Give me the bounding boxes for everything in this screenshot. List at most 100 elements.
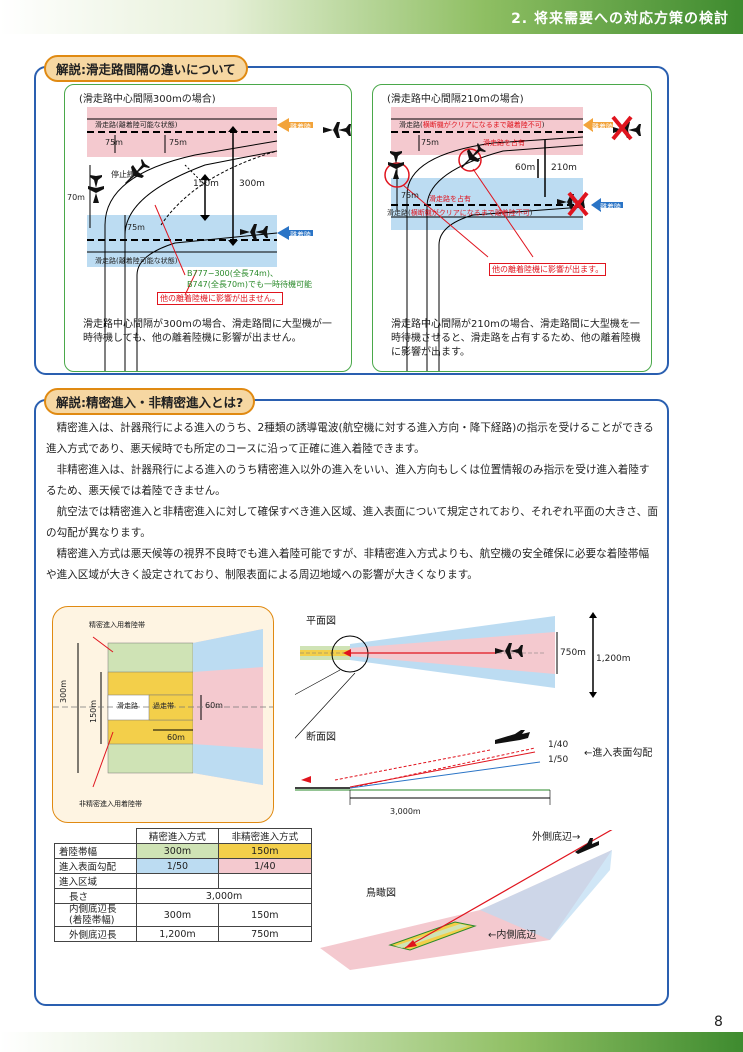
note-green: B777−300(全長74m)、 B747(全長70m)でも一時待機可能 bbox=[187, 269, 312, 289]
table-header-nonprecision: 非精密進入方式 bbox=[217, 828, 313, 844]
runway-bottom-prefix: 滑走路( bbox=[387, 209, 411, 217]
dim-75b-210: 75m bbox=[401, 191, 419, 200]
stopline-label: 停止線 bbox=[111, 170, 135, 179]
arrow-bottom-label-210: 離着陸 bbox=[600, 203, 621, 211]
inner-edge-label: ←内側底辺 bbox=[488, 930, 537, 941]
row-precision bbox=[136, 873, 219, 889]
table-row: 長さ 3,000m bbox=[53, 888, 312, 904]
table-row: 着陸帯幅 300m 150m bbox=[53, 843, 313, 859]
section-view-diagram bbox=[295, 730, 551, 805]
paragraph-1: 精密進入は、計器飛行による進入のうち、2種類の誘導電波(航空機に対する進入方向・… bbox=[46, 422, 654, 455]
precision-strip-label: 精密進入用着陸帯 bbox=[89, 621, 145, 629]
footer-bar bbox=[0, 1032, 743, 1052]
spacing-210-diagram bbox=[384, 107, 641, 371]
dim-60-horizontal: 60m bbox=[167, 733, 185, 742]
table-row: 進入表面勾配 1/50 1/40 bbox=[53, 858, 313, 874]
table-header-precision: 精密進入方式 bbox=[136, 828, 219, 844]
header-title: 2. 将来需要への対応方策の検討 bbox=[511, 11, 729, 27]
row-label: 着陸帯幅 bbox=[53, 843, 138, 859]
row-precision: 300m bbox=[136, 903, 219, 927]
row-label: 進入区域 bbox=[53, 873, 138, 889]
slope-1-50: 1/50 bbox=[548, 755, 569, 765]
section2-tag: 解説:精密進入・非精密進入とは? bbox=[44, 388, 256, 415]
row-label: 進入表面勾配 bbox=[53, 858, 138, 874]
runway-top-prefix: 滑走路( bbox=[399, 121, 423, 129]
page-number: 8 bbox=[714, 1014, 723, 1030]
arrow-top-label: 離着陸 bbox=[290, 123, 311, 131]
dim-75b: 75m bbox=[169, 138, 187, 147]
outer-edge-label: 外側底辺→ bbox=[532, 832, 581, 843]
row-nonprecision: 750m bbox=[217, 926, 313, 942]
slope-1-40: 1/40 bbox=[548, 740, 569, 750]
plan-view-title: 平面図 bbox=[306, 616, 336, 627]
runway-bottom-red: 横断機がクリアになるまで離着陸不可 bbox=[410, 209, 530, 217]
table-header-row: 精密進入方式 非精密進入方式 bbox=[54, 828, 313, 844]
runway-bottom-label: 滑走路(離着陸可能な状態) bbox=[95, 257, 178, 265]
row-nonprecision: 150m bbox=[217, 903, 313, 927]
nonprecision-strip-label: 非精密進入用着陸帯 bbox=[79, 800, 142, 808]
paragraph-2: 非精密進入は、計器飛行による進入のうち精密進入以外の進入をいい、進入方向もしくは… bbox=[46, 464, 650, 497]
row-precision: 1,200m bbox=[136, 926, 219, 942]
paragraph-4: 精密進入方式は悪天候等の視界不良時でも進入着陸可能ですが、非精密進入方式よりも、… bbox=[46, 548, 650, 581]
spacing-300-caption: (滑走路中心間隔300mの場合) bbox=[79, 94, 216, 105]
runway-top-label-210: 滑走路(横断機がクリアになるまで離着陸不可) bbox=[399, 120, 544, 130]
header-bar: 2. 将来需要への対応方策の検討 bbox=[0, 0, 743, 34]
dim-75a: 75m bbox=[105, 138, 123, 147]
approach-text: 精密進入は、計器飛行による進入のうち、2種類の誘導電波(航空機に対する進入方向・… bbox=[46, 418, 658, 586]
spacing-210-caption: (滑走路中心間隔210mの場合) bbox=[387, 94, 524, 105]
runway-top-suffix: ) bbox=[541, 121, 545, 129]
row-nonprecision bbox=[217, 873, 313, 889]
dim-75a-210: 75m bbox=[421, 138, 439, 147]
section-view-title: 断面図 bbox=[306, 732, 336, 743]
spacing-210-desc: 滑走路中心間隔が210mの場合、滑走路間に大型機を一時待機させると、滑走路を占有… bbox=[391, 319, 641, 358]
dim-60-vertical: 60m bbox=[205, 701, 223, 710]
spacing-300-panel: (滑走路中心間隔300mの場合) 滑走路(離着陸可能な状態) 滑走路(離着陸可能… bbox=[64, 84, 352, 372]
dim-210: 210m bbox=[551, 163, 577, 173]
note-red-210: 他の離着陸機に影響が出ます。 bbox=[489, 263, 607, 276]
landing-strip-diagram bbox=[53, 629, 273, 788]
approach-spec-table: 精密進入方式 非精密進入方式 着陸帯幅 300m 150m 進入表面勾配 1/5… bbox=[53, 828, 313, 942]
arrow-top-label-210: 離着陸 bbox=[592, 123, 613, 131]
runway-label: 滑走路 bbox=[117, 702, 138, 710]
dim-60-210: 60m bbox=[515, 163, 536, 173]
dim-300: 300m bbox=[239, 179, 265, 189]
runway-bottom-label-210: 滑走路(横断機がクリアになるまで離着陸不可) bbox=[387, 208, 532, 218]
section1-tag: 解説:滑走路間隔の違いについて bbox=[44, 55, 248, 82]
runway-bottom-suffix: ) bbox=[529, 209, 533, 217]
spacing-300-diagram bbox=[87, 107, 351, 371]
dim-150: 150m bbox=[193, 179, 219, 189]
row-span: 3,000m bbox=[136, 888, 312, 904]
row-precision: 1/50 bbox=[136, 858, 219, 874]
row-nonprecision: 150m bbox=[217, 843, 313, 859]
birdseye-diagram bbox=[320, 830, 613, 970]
row-label: 外側底辺長 bbox=[53, 926, 138, 942]
dim-1200: 1,200m bbox=[596, 654, 631, 664]
birdseye-title: 鳥瞰図 bbox=[366, 888, 396, 899]
occupied-label-2: 滑走路を占有 bbox=[429, 195, 471, 203]
spacing-300-desc: 滑走路中心間隔が300mの場合、滑走路間に大型機が一時待機しても、他の離着陸機に… bbox=[83, 319, 332, 344]
dim-3000: 3,000m bbox=[390, 807, 421, 816]
dim-150-strip: 150m bbox=[89, 699, 98, 723]
row-precision: 300m bbox=[136, 843, 219, 859]
landing-strip-detail: 精密進入用着陸帯 非精密進入用着陸帯 滑走路 過走帯 300m 150m 60m… bbox=[52, 606, 274, 823]
overrun-label: 過走帯 bbox=[153, 702, 174, 710]
note-red: 他の離着陸機に影響が出ません。 bbox=[157, 292, 283, 305]
runway-top-red: 横断機がクリアになるまで離着陸不可 bbox=[422, 121, 542, 129]
arrow-bottom-label: 離着陸 bbox=[290, 231, 311, 239]
row-label: 長さ bbox=[53, 888, 138, 904]
slope-label: ←進入表面勾配 bbox=[584, 748, 653, 759]
dim-750: 750m bbox=[560, 648, 586, 658]
table-row: 進入区域 bbox=[53, 873, 313, 889]
spacing-210-panel: (滑走路中心間隔210mの場合) 滑走路(横断機がクリアになるまで離着陸不可) … bbox=[372, 84, 652, 372]
row-nonprecision: 1/40 bbox=[217, 858, 313, 874]
occupied-label-1: 滑走路を占有 bbox=[483, 139, 525, 147]
dim-300-strip: 300m bbox=[59, 679, 68, 703]
paragraph-3: 航空法では精密進入と非精密進入に対して確保すべき進入区域、進入表面について規定さ… bbox=[46, 506, 658, 539]
table-row: 外側底辺長 1,200m 750m bbox=[53, 926, 313, 942]
table-row: 内側底辺長 (着陸帯幅) 300m 150m bbox=[53, 903, 313, 927]
row-label: 内側底辺長 (着陸帯幅) bbox=[53, 903, 138, 927]
dim-75c: 75m bbox=[127, 223, 145, 232]
runway-top-label: 滑走路(離着陸可能な状態) bbox=[95, 121, 178, 129]
dim-70: 70m bbox=[67, 193, 85, 202]
table-header-empty bbox=[54, 828, 138, 844]
